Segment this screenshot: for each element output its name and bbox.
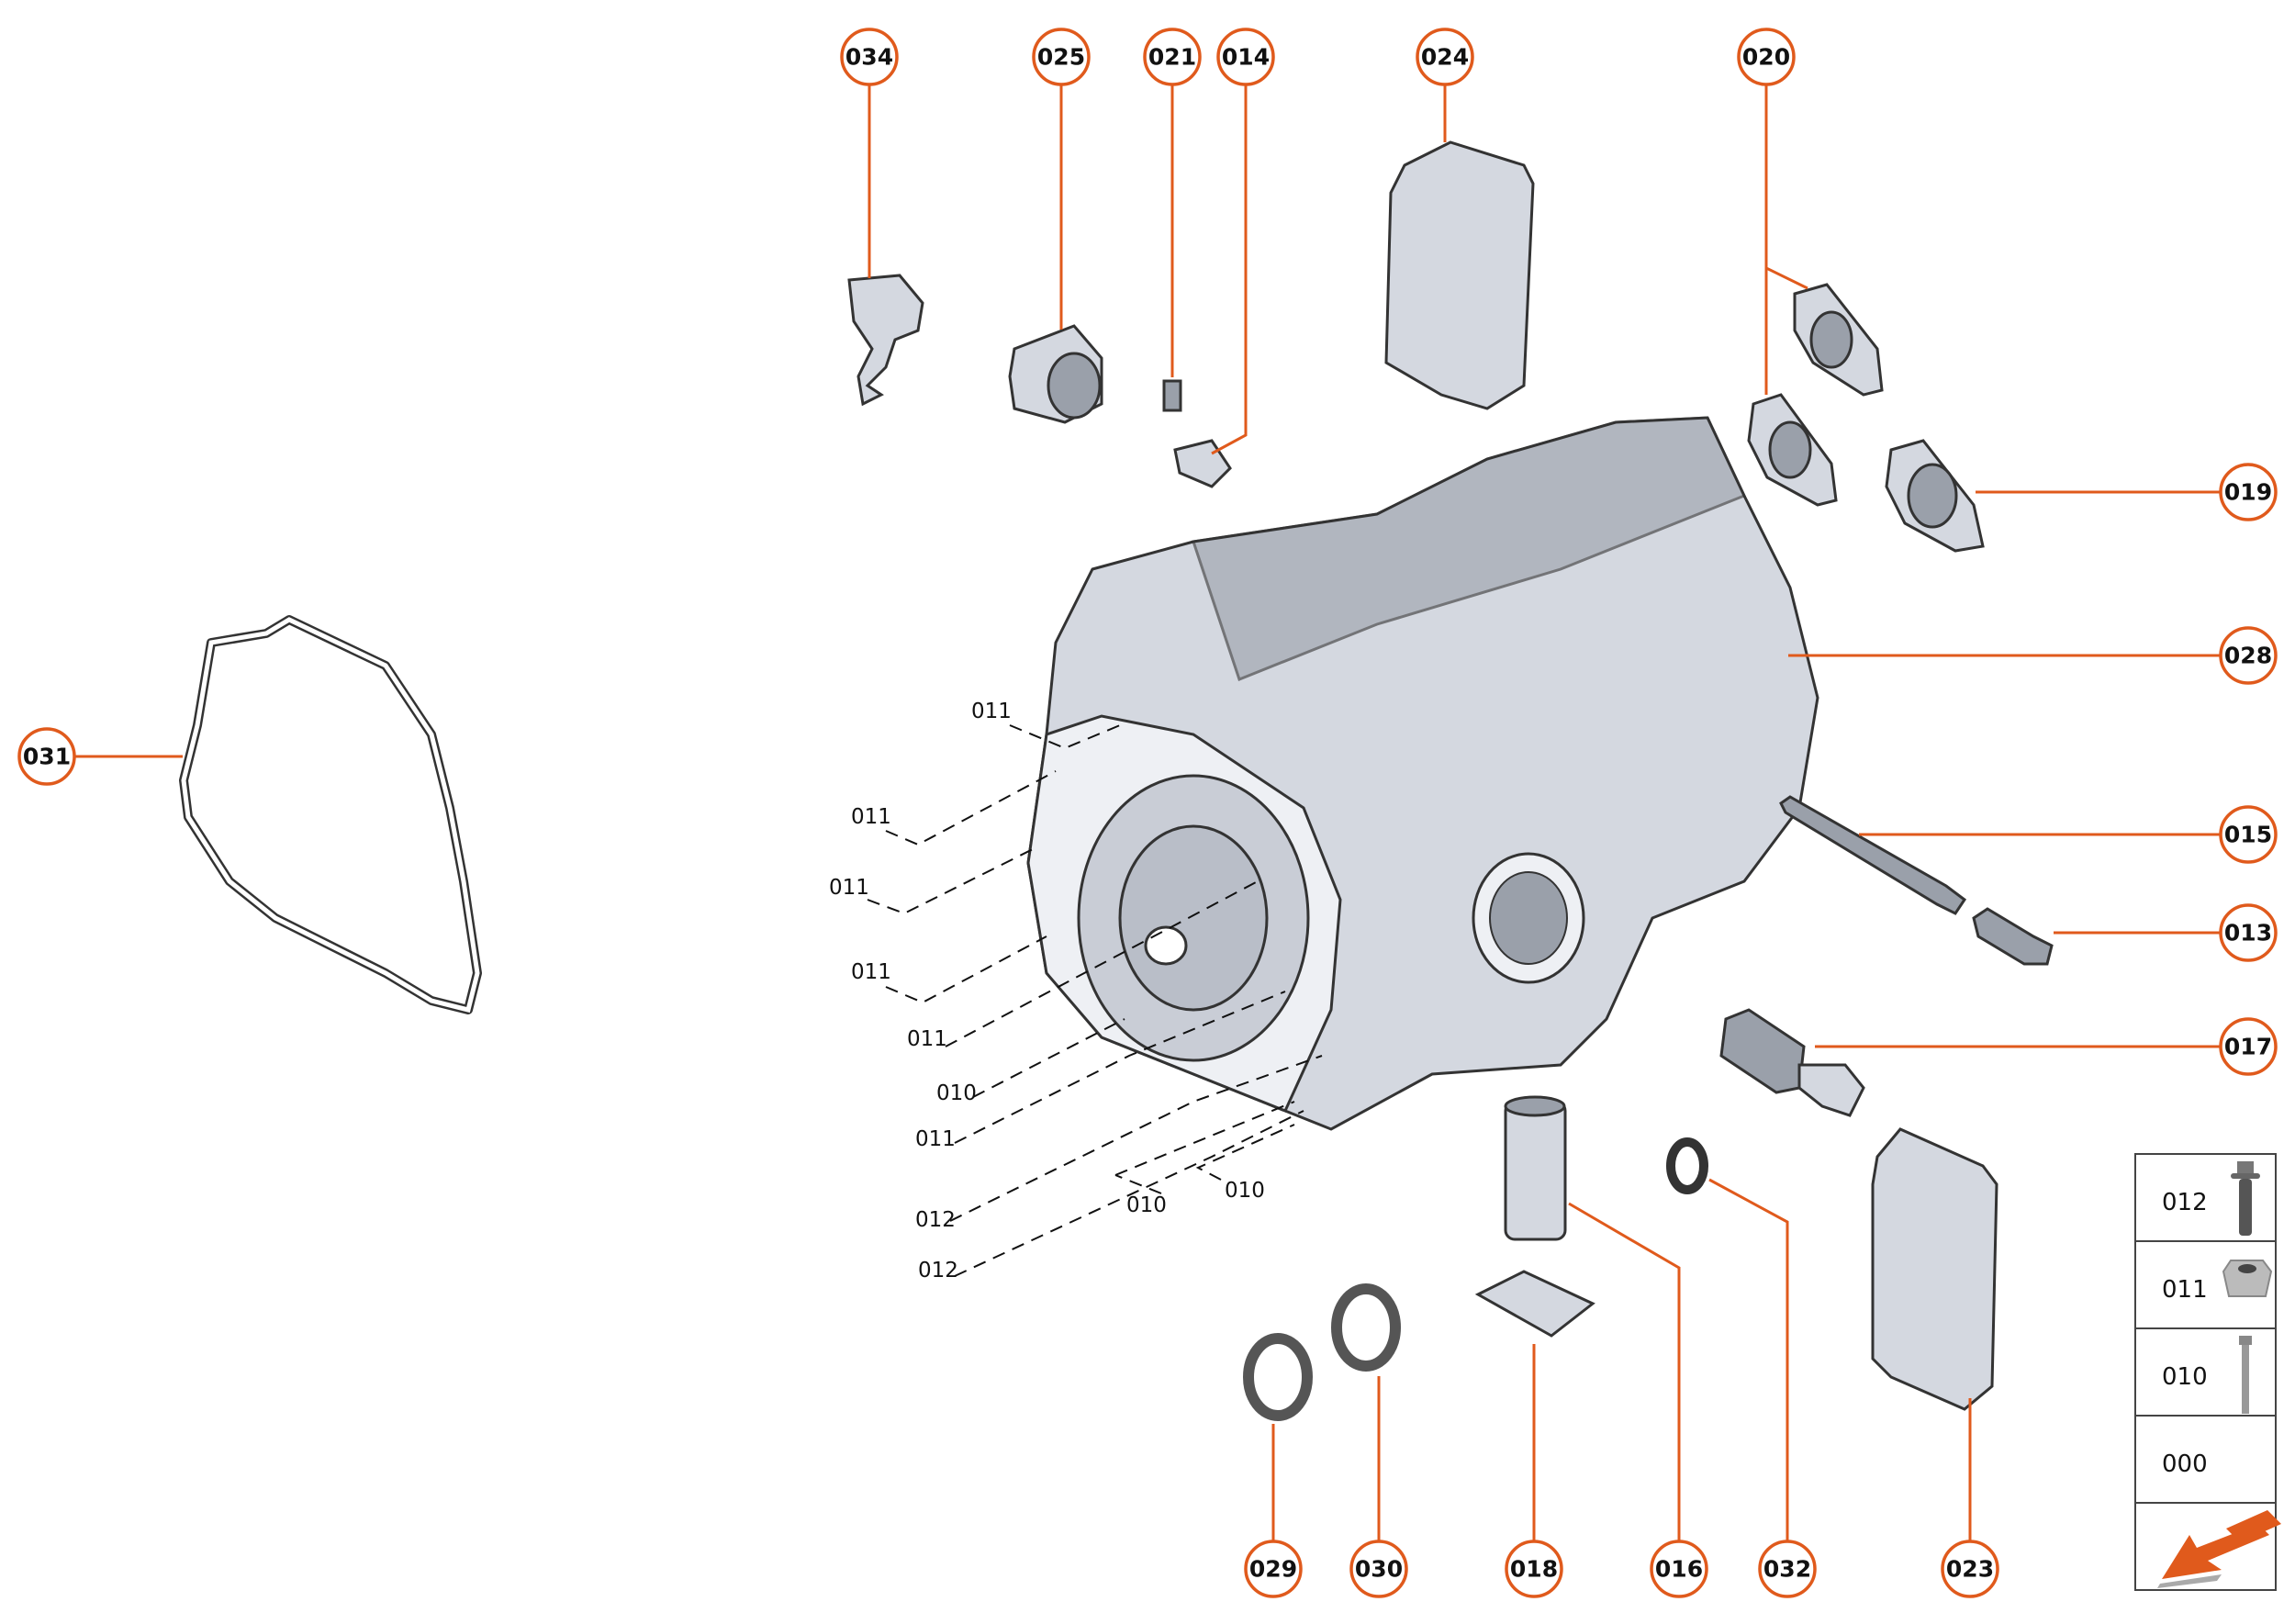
svg-text:034: 034 <box>845 44 893 71</box>
svg-text:013: 013 <box>2224 920 2272 946</box>
legend-code-000: 000 <box>2162 1450 2208 1478</box>
fastener-label: 012 <box>915 1208 956 1232</box>
cover-plate-part-018 <box>1474 1270 1595 1338</box>
fastener-label: 011 <box>851 960 891 984</box>
legend-code-012: 012 <box>2162 1189 2208 1216</box>
fastener-label: 012 <box>918 1259 958 1282</box>
svg-text:023: 023 <box>1946 1556 1994 1583</box>
svg-text:018: 018 <box>1510 1556 1558 1583</box>
mount-part-025 <box>1008 324 1103 424</box>
callout-015[interactable]: 015 <box>2219 805 2278 864</box>
fastener-label: 010 <box>1126 1193 1167 1217</box>
svg-text:019: 019 <box>2224 479 2272 506</box>
flange-bolt-icon <box>2231 1161 2260 1236</box>
svg-text:028: 028 <box>2224 643 2272 669</box>
callout-013[interactable]: 013 <box>2219 903 2278 962</box>
orange-arrow-icon <box>2157 1510 2281 1588</box>
callout-030[interactable]: 030 <box>1349 1540 1408 1598</box>
seal-part-032 <box>1666 1137 1708 1194</box>
filter-part-017 <box>1719 1008 1865 1117</box>
plug-part-021 <box>1162 379 1182 412</box>
svg-text:021: 021 <box>1148 44 1196 71</box>
fastener-label: 011 <box>971 700 1012 723</box>
svg-text:015: 015 <box>2224 822 2272 848</box>
svg-text:020: 020 <box>1742 44 1790 71</box>
svg-text:030: 030 <box>1355 1556 1403 1583</box>
fastener-label: 011 <box>829 876 869 900</box>
callout-028[interactable]: 028 <box>2219 626 2278 685</box>
svg-text:014: 014 <box>1222 44 1270 71</box>
seal-ring-part-029 <box>1243 1333 1313 1421</box>
leader-lines <box>74 85 2221 1541</box>
callout-017[interactable]: 017 <box>2219 1017 2278 1076</box>
cooler-part-023 <box>1871 1127 1998 1411</box>
callout-018[interactable]: 018 <box>1505 1540 1563 1598</box>
fastener-legend: 012 011 010 000 <box>2134 1153 2281 1591</box>
callout-031[interactable]: 031 <box>17 727 76 786</box>
callout-034[interactable]: 034 <box>840 28 899 86</box>
callout-025[interactable]: 025 <box>1032 28 1091 86</box>
callout-021[interactable]: 021 <box>1143 28 1202 86</box>
callout-016[interactable]: 016 <box>1650 1540 1708 1598</box>
fastener-label: 011 <box>851 805 891 829</box>
fastener-labels: 011 011 011 011 011 010 011 012 012 010 … <box>829 700 1265 1282</box>
callout-032[interactable]: 032 <box>1758 1540 1817 1598</box>
fastener-label: 010 <box>1225 1179 1265 1203</box>
cover-part-020b <box>1747 393 1838 507</box>
flange-nut-icon <box>2222 1260 2273 1297</box>
callout-014[interactable]: 014 <box>1216 28 1275 86</box>
legend-code-010: 010 <box>2162 1363 2208 1391</box>
fastener-label: 011 <box>907 1027 947 1051</box>
fastener-dashed-leaders <box>867 724 1323 1277</box>
fastener-label: 011 <box>915 1127 956 1151</box>
transmission-housing-part-028 <box>1026 416 1819 1131</box>
svg-text:029: 029 <box>1249 1556 1297 1583</box>
svg-text:025: 025 <box>1037 44 1085 71</box>
long-bolt-icon <box>2239 1336 2252 1414</box>
callout-020[interactable]: 020 <box>1737 28 1796 86</box>
cooler-part-024 <box>1384 140 1535 410</box>
cover-part-020a <box>1793 283 1884 397</box>
sensor-part-034 <box>847 274 924 407</box>
callout-019[interactable]: 019 <box>2219 463 2278 521</box>
seal-ring-part-030 <box>1331 1283 1401 1372</box>
legend-code-011: 011 <box>2162 1276 2208 1304</box>
fastener-label: 010 <box>936 1081 977 1105</box>
rod-part-015 <box>1779 795 1967 915</box>
bolt-part-013 <box>1972 907 2054 966</box>
callout-023[interactable]: 023 <box>1941 1540 1999 1598</box>
gasket-part-031 <box>179 615 482 1014</box>
svg-text:024: 024 <box>1421 44 1469 71</box>
callout-024[interactable]: 024 <box>1416 28 1474 86</box>
svg-text:016: 016 <box>1655 1556 1703 1583</box>
svg-text:032: 032 <box>1763 1556 1811 1583</box>
cover-part-019 <box>1885 439 1985 553</box>
callout-029[interactable]: 029 <box>1244 1540 1303 1598</box>
filter-part-016 <box>1504 1095 1567 1241</box>
svg-text:017: 017 <box>2224 1034 2272 1060</box>
svg-text:031: 031 <box>23 744 71 770</box>
